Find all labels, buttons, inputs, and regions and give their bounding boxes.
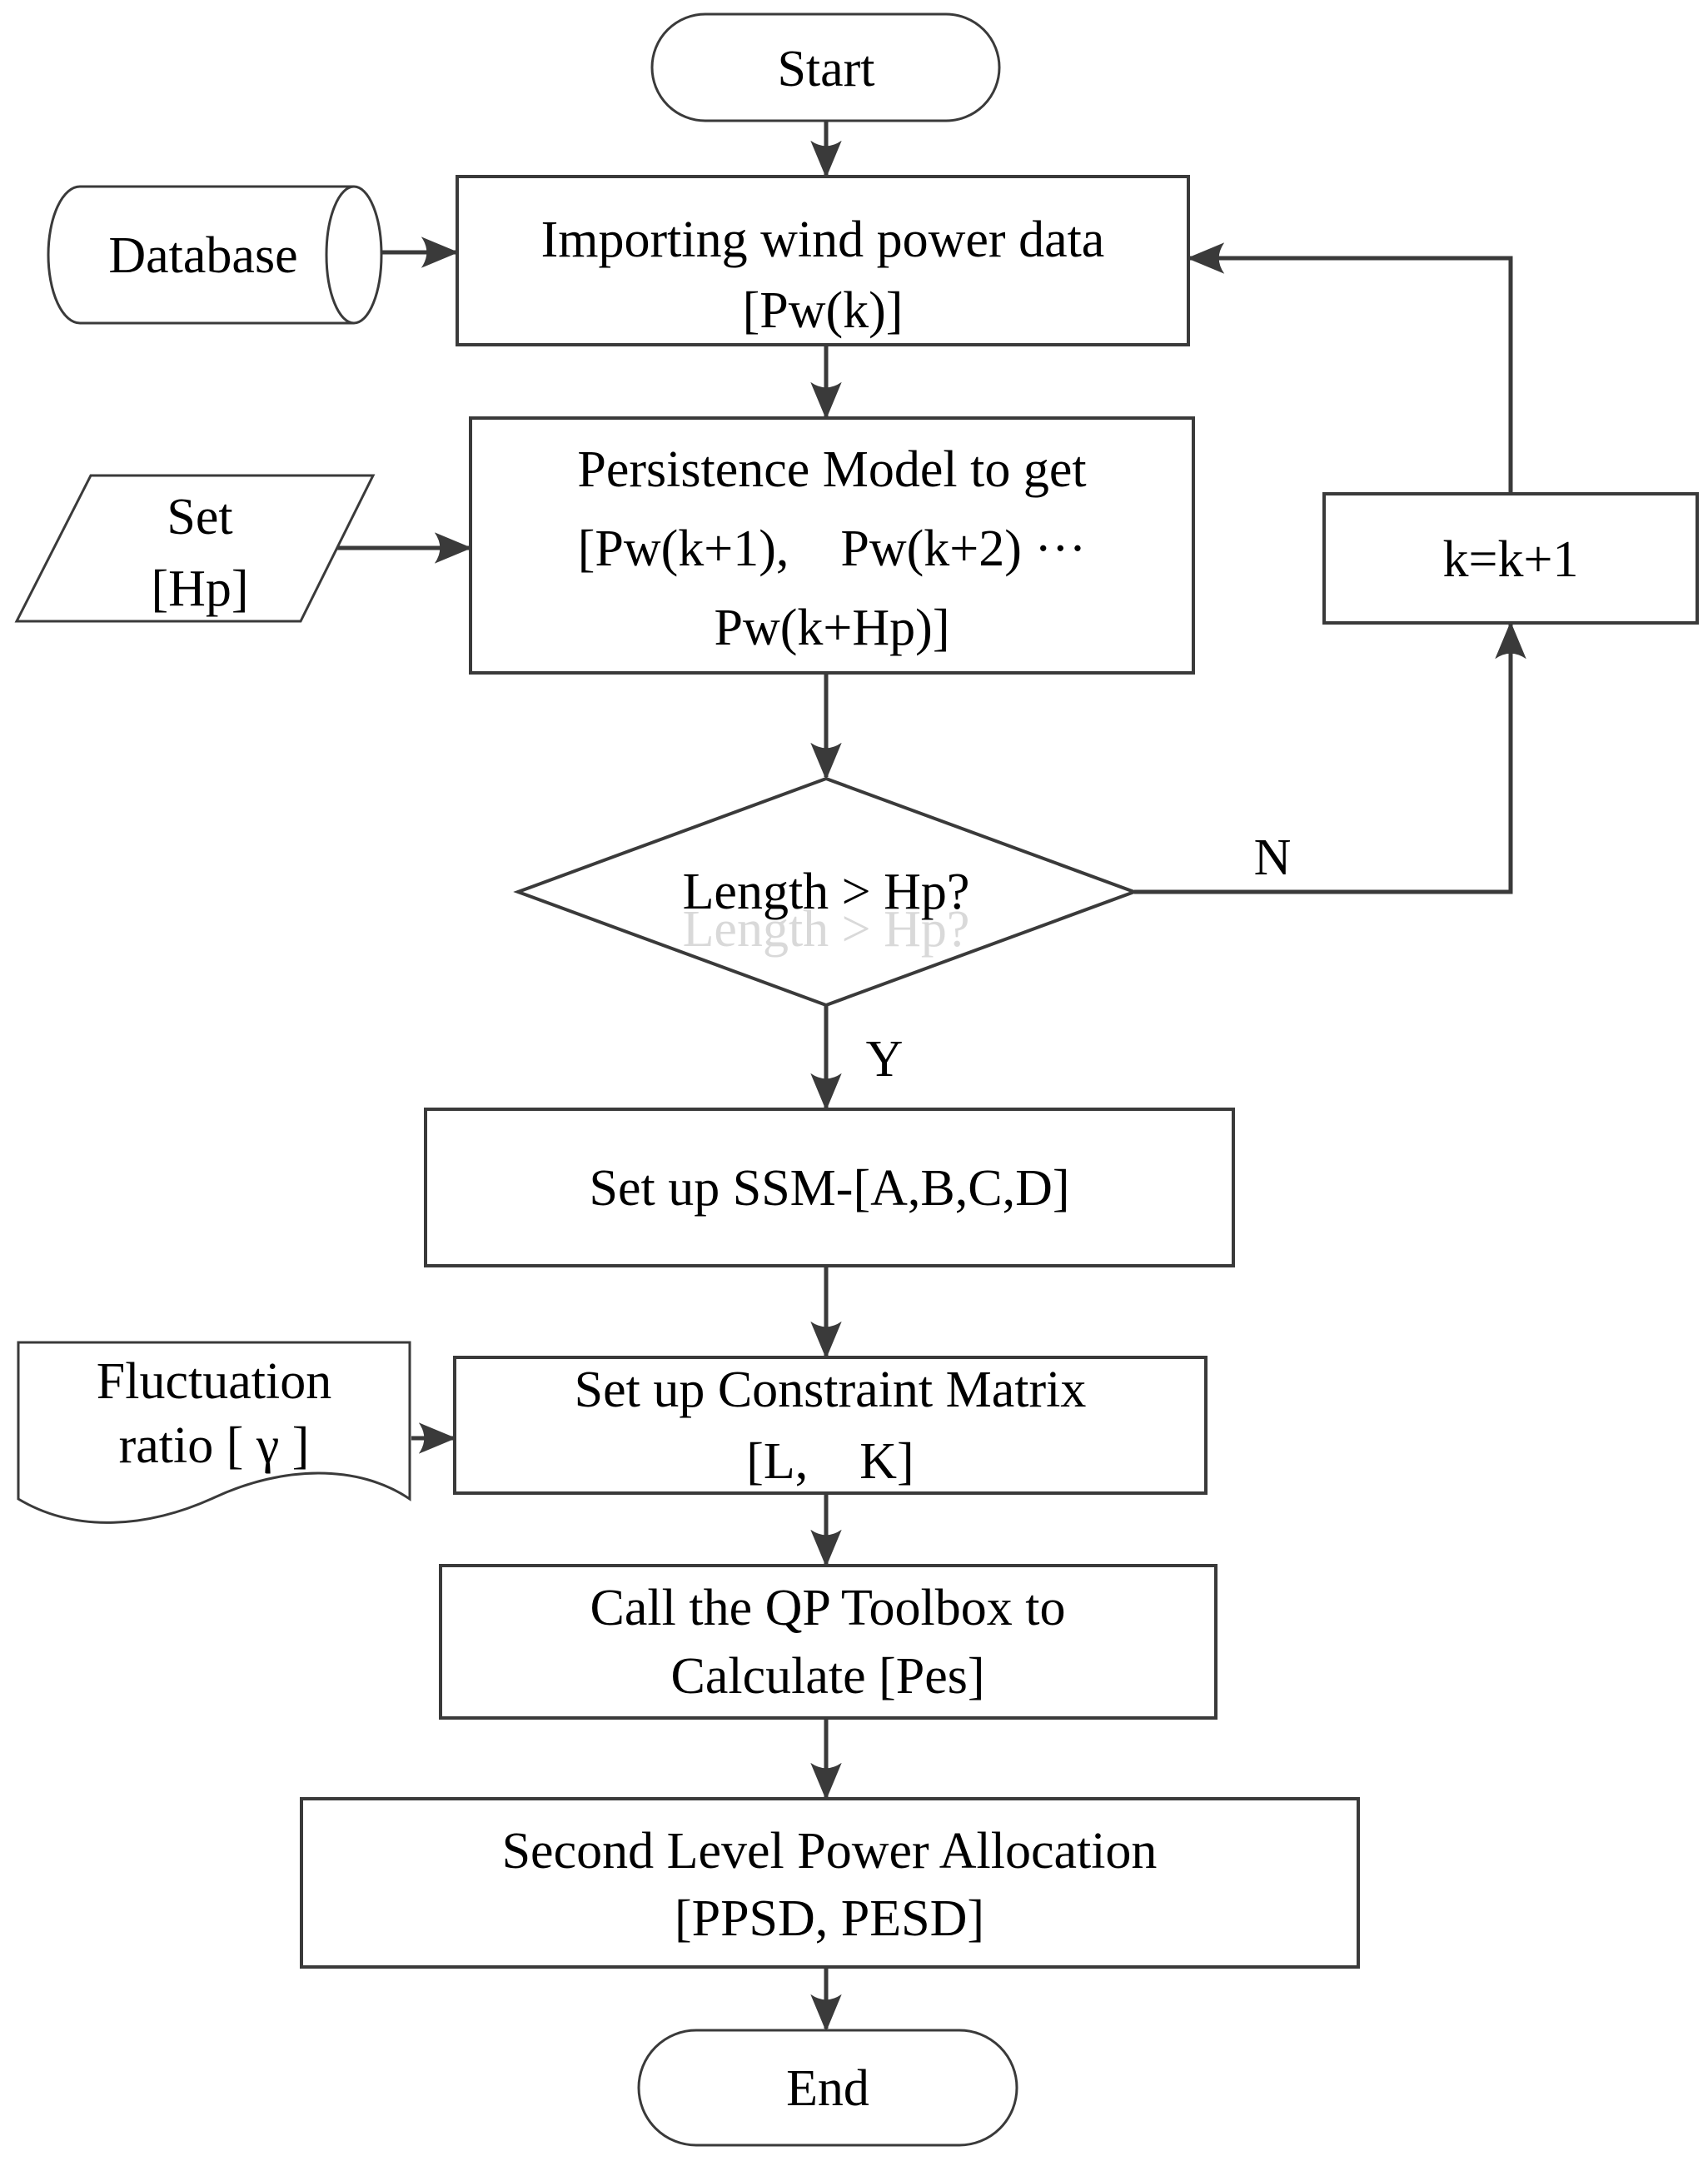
- decision-diamond: [513, 776, 1139, 1008]
- persistence-node: [469, 416, 1195, 675]
- constraint-label-line1: Set up Constraint Matrix: [575, 1362, 1087, 1418]
- edge-label-yes: Y: [866, 1031, 904, 1088]
- importing-label-line1: Importing wind power data: [541, 212, 1105, 268]
- decision-label: Length > Hp?: [683, 864, 970, 920]
- start-label: Start: [777, 41, 874, 97]
- fluctuation-label-line1: Fluctuation: [97, 1353, 331, 1410]
- persistence-label-line2: [Pw(k+1), Pw(k+2) ···: [578, 520, 1087, 577]
- end-node: [637, 2029, 1018, 2147]
- start-node: [650, 12, 1001, 122]
- database-label: Database: [108, 227, 297, 284]
- constraint-label-line2: [L, K]: [746, 1433, 914, 1490]
- ssm-label: Set up SSM-[A,B,C,D]: [589, 1160, 1069, 1217]
- fluctuation-label-line2: ratio [ γ ]: [119, 1417, 310, 1474]
- qp-node: [439, 1564, 1218, 1720]
- nodes: [14, 12, 1699, 2147]
- sethp-label-line2: [Hp]: [151, 560, 248, 617]
- sethp-parallelogram: [14, 474, 376, 623]
- fluctuation-document: [17, 1341, 411, 1524]
- increment-label: k=k+1: [1443, 531, 1579, 588]
- increment-node: [1322, 492, 1699, 625]
- secondlevel-node: [300, 1797, 1360, 1969]
- importing-node: [456, 175, 1190, 346]
- persistence-label-line1: Persistence Model to get: [577, 441, 1086, 498]
- edge-decision-no-increment: [1134, 621, 1526, 894]
- end-label: End: [786, 2060, 869, 2117]
- decision-ghost-label: Length > Hp?: [683, 901, 970, 958]
- qp-label-line1: Call the QP Toolbox to: [590, 1580, 1066, 1636]
- importing-label-line2: [Pw(k)]: [743, 282, 904, 339]
- edges: [336, 121, 1526, 2032]
- database-cylinder: [47, 185, 383, 325]
- edge-label-no: N: [1254, 829, 1292, 886]
- qp-label-line2: Calculate [Pes]: [670, 1648, 984, 1705]
- secondlevel-label-line1: Second Level Power Allocation: [502, 1823, 1158, 1880]
- labels: Length > Hp? Start Database Importing wi…: [97, 41, 1579, 2117]
- persistence-label-line3: Pw(k+Hp)]: [715, 600, 950, 656]
- sethp-label-line1: Set: [167, 489, 232, 545]
- edge-increment-importing-loop: [1187, 242, 1513, 494]
- ssm-node: [424, 1108, 1235, 1267]
- constraint-node: [453, 1356, 1208, 1495]
- secondlevel-label-line2: [PPSD, PESD]: [675, 1890, 984, 1947]
